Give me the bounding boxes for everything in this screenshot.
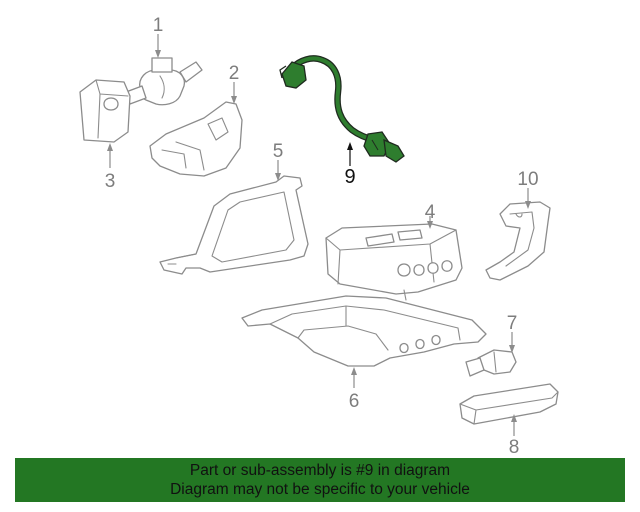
callout-10: 10 bbox=[517, 169, 538, 190]
callout-6: 6 bbox=[349, 391, 360, 412]
exploded-parts-diagram: 1 3 2 9 bbox=[79, 15, 559, 458]
diagram-notice-banner: Part or sub-assembly is #9 in diagram Di… bbox=[15, 458, 625, 502]
part-2-cover[interactable] bbox=[149, 101, 243, 177]
callout-7: 7 bbox=[507, 313, 518, 334]
banner-line-part-note: Part or sub-assembly is #9 in diagram bbox=[189, 462, 451, 479]
callout-1: 1 bbox=[153, 15, 164, 36]
part-4-charcoal-canister[interactable] bbox=[325, 223, 463, 301]
part-6-skid-plate[interactable] bbox=[241, 295, 487, 367]
callout-8: 8 bbox=[509, 437, 520, 458]
part-7-clip[interactable] bbox=[465, 349, 517, 377]
part-3-bracket[interactable] bbox=[79, 79, 131, 143]
part-10-bracket[interactable] bbox=[485, 201, 551, 281]
banner-line-disclaimer: Diagram may not be specific to your vehi… bbox=[170, 481, 470, 498]
callout-5: 5 bbox=[273, 141, 284, 162]
callout-9: 9 bbox=[344, 166, 355, 188]
part-9-oxygen-sensor[interactable] bbox=[279, 55, 405, 163]
part-5-mounting-bracket[interactable] bbox=[159, 175, 309, 275]
part-1-vent-valve[interactable] bbox=[125, 57, 203, 106]
callout-2: 2 bbox=[229, 63, 240, 84]
callout-4: 4 bbox=[425, 202, 436, 223]
part-8-block[interactable] bbox=[459, 383, 559, 425]
callout-3: 3 bbox=[105, 171, 116, 192]
